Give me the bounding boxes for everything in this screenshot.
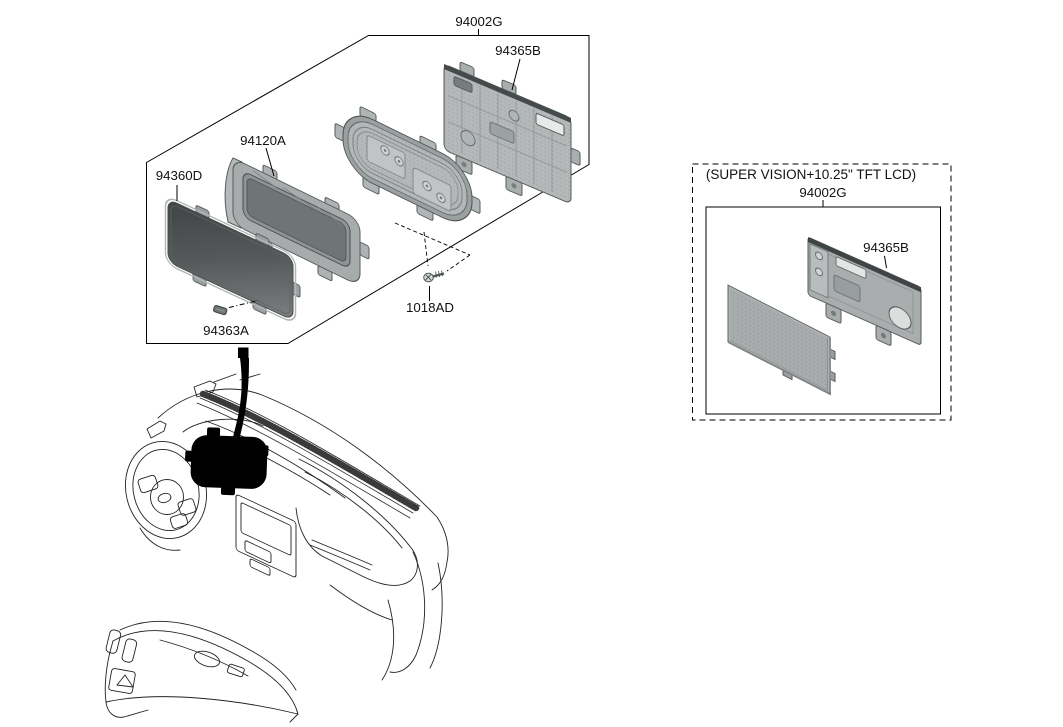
wheel-lower-spoke: [169, 513, 189, 529]
hazard-triangle-icon: [116, 674, 134, 688]
leader-lines: [176, 29, 521, 308]
steering-hub: [150, 479, 184, 515]
variant-dashed-border: [692, 163, 952, 421]
variant-box: [692, 163, 952, 421]
part-rear-cover: [443, 61, 581, 203]
wheel-left-switch-pad: [137, 474, 159, 494]
part-clip: [213, 305, 228, 316]
wheel-right-switch-pad: [177, 498, 197, 516]
label-variant-caption: (SUPER VISION+10.25" TFT LCD): [706, 167, 916, 182]
steering-column-line: [139, 527, 181, 551]
part-screw: [423, 270, 445, 283]
screw-dashed-leaders: [394, 222, 471, 272]
callout-wedge-leader: [233, 358, 249, 440]
console-vent-right: [121, 638, 138, 663]
label-variant-group: 94002G: [799, 185, 846, 200]
center-console: [104, 620, 299, 723]
hazard-button: [108, 668, 136, 694]
label-clip: 94363A: [203, 323, 249, 338]
center-stack-screen: [235, 494, 297, 578]
main-assembly-box: [146, 35, 590, 344]
defroster-hatch-band: [199, 390, 420, 512]
part-lcd-panel: [727, 284, 836, 396]
part-labels: 94002G 94365B 94120A 94360D 94363A 1018A…: [156, 14, 916, 338]
part-variant-bracket: [807, 237, 922, 346]
dash-vent-bracket: [193, 380, 217, 398]
label-variant-bracket: 94365B: [863, 240, 909, 255]
console-vent-left: [105, 629, 122, 654]
dash-cowl-outline: [157, 388, 449, 591]
label-main-rear-cover: 94365B: [495, 43, 541, 58]
part-lens: [164, 198, 301, 321]
label-lens: 94360D: [156, 168, 203, 183]
variant-inner-border: [705, 206, 941, 415]
defroster-under-edge: [196, 402, 411, 519]
brand-logo-icon: [157, 492, 172, 504]
gear-selector: [193, 650, 221, 668]
dash-top-trim: [213, 373, 261, 383]
defroster-band-edges: [199, 389, 421, 514]
clip-dash-dot-leader: [228, 300, 259, 308]
part-cluster-body: [334, 106, 481, 222]
cluster-location-callout: [185, 347, 269, 496]
cluster-blob: [185, 427, 269, 496]
label-bezel: 94120A: [240, 133, 286, 148]
part-bezel: [232, 161, 370, 282]
callout-square: [238, 347, 249, 358]
label-main-group: 94002G: [455, 14, 502, 29]
label-screw: 1018AD: [406, 300, 454, 315]
dashboard-illustration: [104, 373, 449, 723]
glovebox-area: [295, 458, 443, 681]
dash-left-bracket: [146, 420, 167, 439]
